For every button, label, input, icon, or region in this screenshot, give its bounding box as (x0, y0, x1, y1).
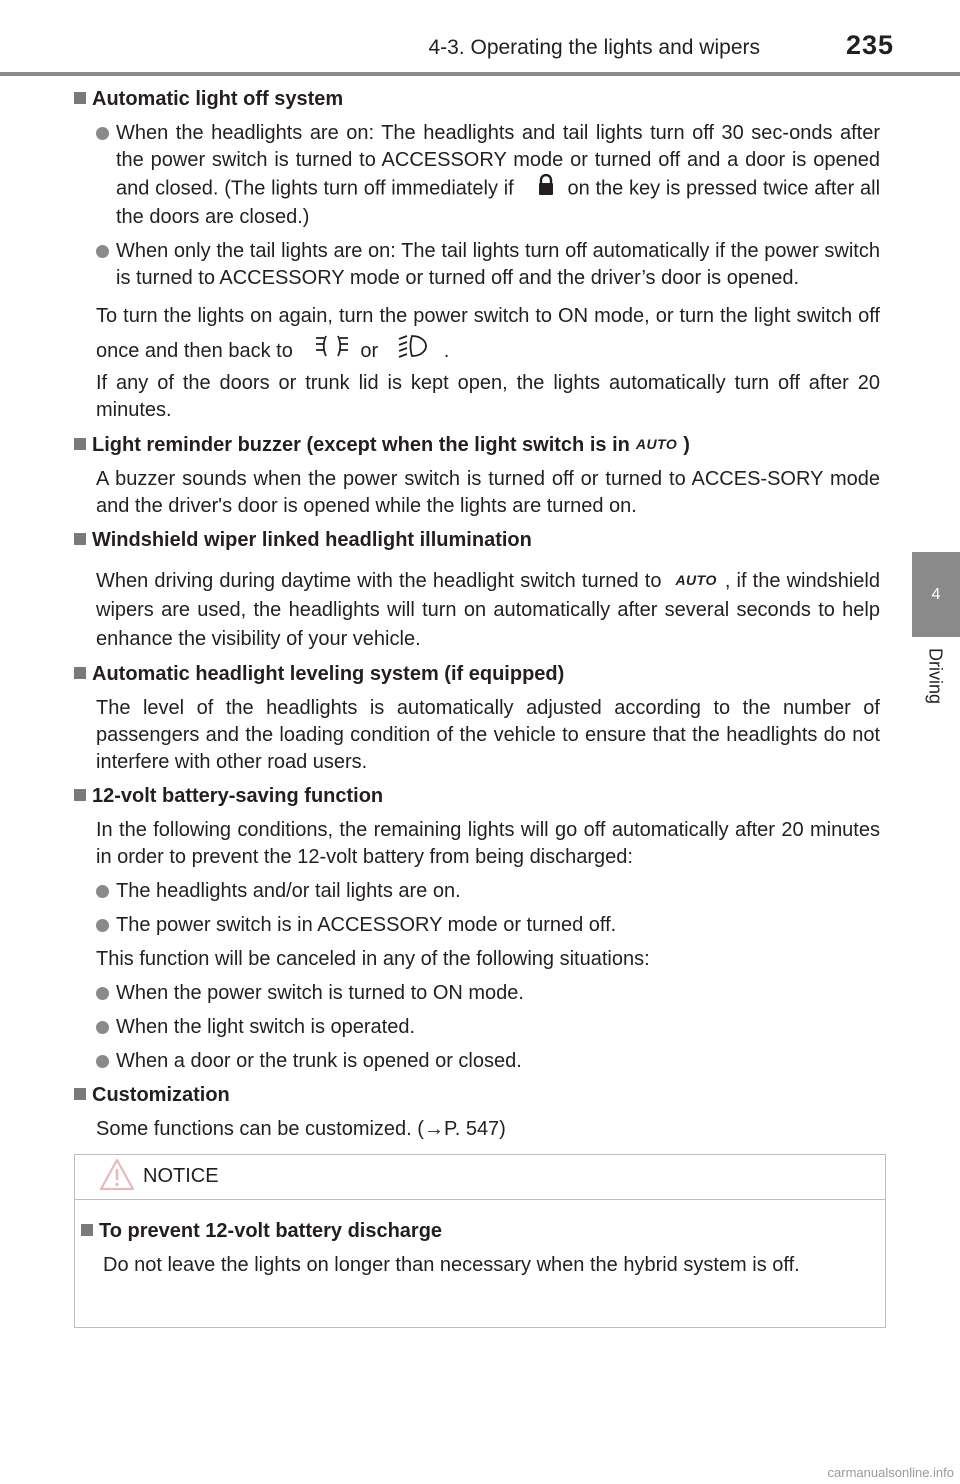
bullet-text: The power switch is in ACCESSORY mode or… (116, 914, 617, 936)
auto-icon: AUTO (635, 436, 678, 452)
bullet-item: When only the tail lights are on: The ta… (96, 238, 880, 292)
paragraph: The level of the headlights is automatic… (96, 697, 880, 773)
watermark: carmanualsonline.info (827, 1465, 954, 1480)
bullet-item: When the power switch is turned to ON mo… (96, 980, 880, 1007)
header-rule (0, 72, 960, 76)
page-header: 4-3. Operating the lights and wipers 235 (0, 0, 960, 80)
chapter-label-text: Driving (925, 648, 946, 705)
section-title: 4-3. Operating the lights and wipers (428, 36, 760, 59)
square-bullet-icon (74, 789, 86, 801)
paragraph: In the following conditions, the remaini… (96, 819, 880, 868)
page-number: 235 (845, 30, 894, 60)
lock-icon (538, 173, 554, 204)
heading-text: 12-volt battery-saving function (92, 785, 384, 807)
auto-icon: AUTO (675, 572, 717, 588)
paragraph-text-or: or (360, 339, 379, 362)
heading-text: Automatic headlight leveling system (if … (92, 663, 565, 685)
bullet-text: When the power switch is turned to ON mo… (116, 982, 524, 1004)
square-bullet-icon (74, 533, 86, 545)
round-bullet-icon (96, 919, 109, 932)
bullet-item: The headlights and/or tail lights are on… (96, 878, 880, 905)
headlight-icon (312, 334, 352, 369)
notice-body: To prevent 12-volt battery discharge Do … (75, 1200, 885, 1279)
page-content: Automatic light off system When the head… (74, 86, 880, 1143)
bullet-item: The power switch is in ACCESSORY mode or… (96, 912, 880, 939)
round-bullet-icon (96, 987, 109, 1000)
warning-triangle-icon (99, 1157, 135, 1198)
round-bullet-icon (96, 245, 109, 258)
section-heading: Automatic headlight leveling system (if … (74, 661, 880, 688)
section-heading: Light reminder buzzer (except when the l… (74, 431, 880, 459)
heading-text: Windshield wiper linked headlight illumi… (92, 529, 532, 551)
notice-title: NOTICE (143, 1165, 219, 1187)
notice-box: NOTICE To prevent 12-volt battery discha… (74, 1154, 886, 1328)
paragraph: This function will be canceled in any of… (96, 948, 650, 970)
square-bullet-icon (74, 1088, 86, 1100)
heading-text-end: ) (683, 434, 690, 456)
square-bullet-icon (74, 92, 86, 104)
paragraph-text: To turn the lights on again, turn the po… (96, 305, 880, 362)
notice-subheading-text: To prevent 12-volt battery discharge (99, 1220, 443, 1242)
square-bullet-icon (81, 1224, 93, 1236)
bullet-item: When the light switch is operated. (96, 1014, 880, 1041)
notice-paragraph: Do not leave the lights on longer than n… (103, 1254, 800, 1276)
round-bullet-icon (96, 1055, 109, 1068)
square-bullet-icon (74, 438, 86, 450)
tail-light-icon (396, 333, 430, 370)
paragraph-text-cont: , if the windshield wipers are used, the… (96, 570, 880, 650)
round-bullet-icon (96, 885, 109, 898)
paragraph-text: When driving during daytime with the hea… (96, 570, 662, 592)
paragraph: To turn the lights on again, turn the po… (96, 299, 880, 370)
square-bullet-icon (74, 667, 86, 679)
bullet-text: When the headlights are on: The headligh… (116, 122, 880, 200)
paragraph: A buzzer sounds when the power switch is… (96, 468, 880, 517)
bullet-text-cont: on the key is pressed twice after all th… (116, 177, 881, 228)
paragraph-text-end: . (443, 339, 450, 362)
page-reference-paragraph: Some functions can be customized. (→P. 5… (96, 1118, 506, 1140)
heading-text: Light reminder buzzer (except when the l… (92, 434, 630, 456)
round-bullet-icon (96, 1021, 109, 1034)
heading-text: Customization (92, 1084, 230, 1106)
paragraph: When driving during daytime with the hea… (96, 566, 880, 654)
section-heading: Automatic light off system (74, 86, 880, 113)
section-heading: 12-volt battery-saving function (74, 783, 880, 810)
bullet-text: When a door or the trunk is opened or cl… (116, 1050, 522, 1072)
bullet-item: When a door or the trunk is opened or cl… (96, 1048, 880, 1075)
chapter-tab: 4 (912, 552, 960, 637)
chapter-label: Driving (920, 648, 950, 748)
section-heading: Windshield wiper linked headlight illumi… (74, 527, 880, 554)
bullet-item: When the headlights are on: The headligh… (96, 120, 880, 231)
bullet-text: When the light switch is operated. (116, 1016, 416, 1038)
bullet-text: When only the tail lights are on: The ta… (116, 240, 880, 289)
notice-subheading: To prevent 12-volt battery discharge (81, 1218, 867, 1245)
paragraph: If any of the doors or trunk lid is kept… (96, 372, 880, 421)
heading-text: Automatic light off system (92, 88, 344, 110)
round-bullet-icon (96, 127, 109, 140)
bullet-text: The headlights and/or tail lights are on… (116, 880, 461, 902)
section-heading: Customization (74, 1082, 880, 1109)
notice-header: NOTICE (75, 1155, 885, 1200)
